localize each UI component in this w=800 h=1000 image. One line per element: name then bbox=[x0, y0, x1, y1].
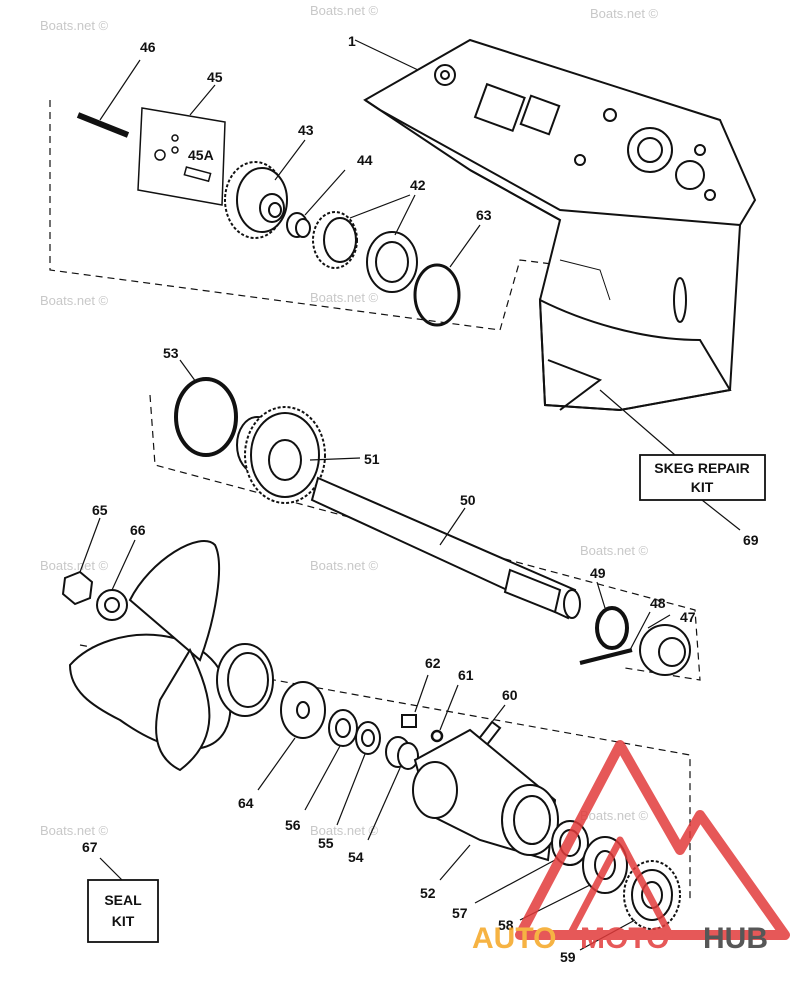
seal-kit-label-line1: SEAL bbox=[104, 892, 142, 908]
label-part-65: 65 bbox=[92, 502, 108, 518]
logo-text-auto: AUTO bbox=[472, 922, 556, 955]
label-part-64: 64 bbox=[238, 795, 254, 811]
logo-text-moto: MOTO bbox=[580, 922, 669, 955]
propeller bbox=[68, 540, 274, 772]
part-66-tab-washer bbox=[96, 539, 136, 621]
label-part-51: 51 bbox=[364, 451, 380, 467]
label-part-52: 52 bbox=[420, 885, 436, 901]
part-50-propeller-shaft bbox=[310, 476, 581, 620]
part-43-pinion-gear bbox=[224, 139, 306, 239]
watermark: Boats.net © bbox=[580, 543, 649, 558]
part-47-clutch bbox=[639, 614, 691, 676]
part-51-forward-gear bbox=[236, 406, 361, 504]
label-part-45a: 45A bbox=[188, 147, 214, 163]
part-labels: 1 46 45 45A 43 44 42 63 53 51 50 69 65 6… bbox=[82, 33, 759, 965]
label-part-60: 60 bbox=[502, 687, 518, 703]
part-62-nut bbox=[401, 674, 429, 728]
part-54-needle-bearing bbox=[367, 736, 419, 841]
skeg-kit-label-line1: SKEG REPAIR bbox=[654, 460, 749, 476]
label-part-47: 47 bbox=[680, 609, 696, 625]
part-56-seal bbox=[304, 709, 358, 811]
part-45-shim-set bbox=[137, 84, 226, 206]
label-part-45: 45 bbox=[207, 69, 223, 85]
part-49-thrust-ring bbox=[595, 581, 629, 650]
part-64-thrust-washer bbox=[257, 681, 326, 791]
watermark: Boats.net © bbox=[40, 823, 109, 838]
label-part-62: 62 bbox=[425, 655, 441, 671]
label-part-56: 56 bbox=[285, 817, 301, 833]
label-part-53: 53 bbox=[163, 345, 179, 361]
label-part-54: 54 bbox=[348, 849, 364, 865]
label-part-1: 1 bbox=[348, 33, 356, 49]
watermark: Boats.net © bbox=[40, 558, 109, 573]
part-48-cross-pin bbox=[579, 611, 651, 665]
watermark: Boats.net © bbox=[310, 290, 379, 305]
label-part-67: 67 bbox=[82, 839, 98, 855]
label-part-63: 63 bbox=[476, 207, 492, 223]
label-part-58: 58 bbox=[498, 917, 514, 933]
automotohub-logo: AUTO MOTO HUB bbox=[472, 740, 790, 955]
label-part-66: 66 bbox=[130, 522, 146, 538]
label-part-50: 50 bbox=[460, 492, 476, 508]
label-part-55: 55 bbox=[318, 835, 334, 851]
label-part-57: 57 bbox=[452, 905, 468, 921]
part-65-nut bbox=[61, 517, 101, 606]
part-44-bearing bbox=[286, 169, 346, 238]
watermark: Boats.net © bbox=[590, 6, 659, 21]
label-part-42: 42 bbox=[410, 177, 426, 193]
watermark: Boats.net © bbox=[310, 558, 379, 573]
logo-text-hub: HUB bbox=[703, 922, 768, 955]
part-1-leader bbox=[354, 39, 419, 71]
seal-kit-label-line2: KIT bbox=[112, 913, 135, 929]
gear-housing bbox=[363, 38, 757, 412]
part-52-bearing-carrier bbox=[412, 728, 559, 881]
label-part-61: 61 bbox=[458, 667, 474, 683]
label-part-59: 59 bbox=[560, 949, 576, 965]
part-63-o-ring bbox=[413, 224, 481, 327]
part-61-o-ring bbox=[430, 684, 459, 743]
part-55-seal bbox=[336, 721, 381, 826]
label-part-46: 46 bbox=[140, 39, 156, 55]
watermark: Boats.net © bbox=[40, 293, 109, 308]
watermark: Boats.net © bbox=[40, 18, 109, 33]
watermark: Boats.net © bbox=[310, 823, 379, 838]
seal-kit-box: SEAL KIT bbox=[87, 857, 159, 943]
part-42-bearing-and-cup bbox=[312, 194, 418, 293]
watermark: Boats.net © bbox=[580, 808, 649, 823]
part-46-pin bbox=[76, 59, 141, 138]
label-part-48: 48 bbox=[650, 595, 666, 611]
label-part-44: 44 bbox=[357, 152, 373, 168]
skeg-repair-kit-box: SKEG REPAIR KIT bbox=[599, 389, 766, 531]
watermarks: Boats.net © Boats.net © Boats.net © Boat… bbox=[40, 3, 659, 838]
label-part-49: 49 bbox=[590, 565, 606, 581]
label-part-69: 69 bbox=[743, 532, 759, 548]
assembly-outline bbox=[49, 100, 701, 900]
watermark: Boats.net © bbox=[310, 3, 379, 18]
part-53-o-ring bbox=[174, 359, 238, 457]
label-part-43: 43 bbox=[298, 122, 314, 138]
skeg-kit-label-line2: KIT bbox=[691, 479, 714, 495]
